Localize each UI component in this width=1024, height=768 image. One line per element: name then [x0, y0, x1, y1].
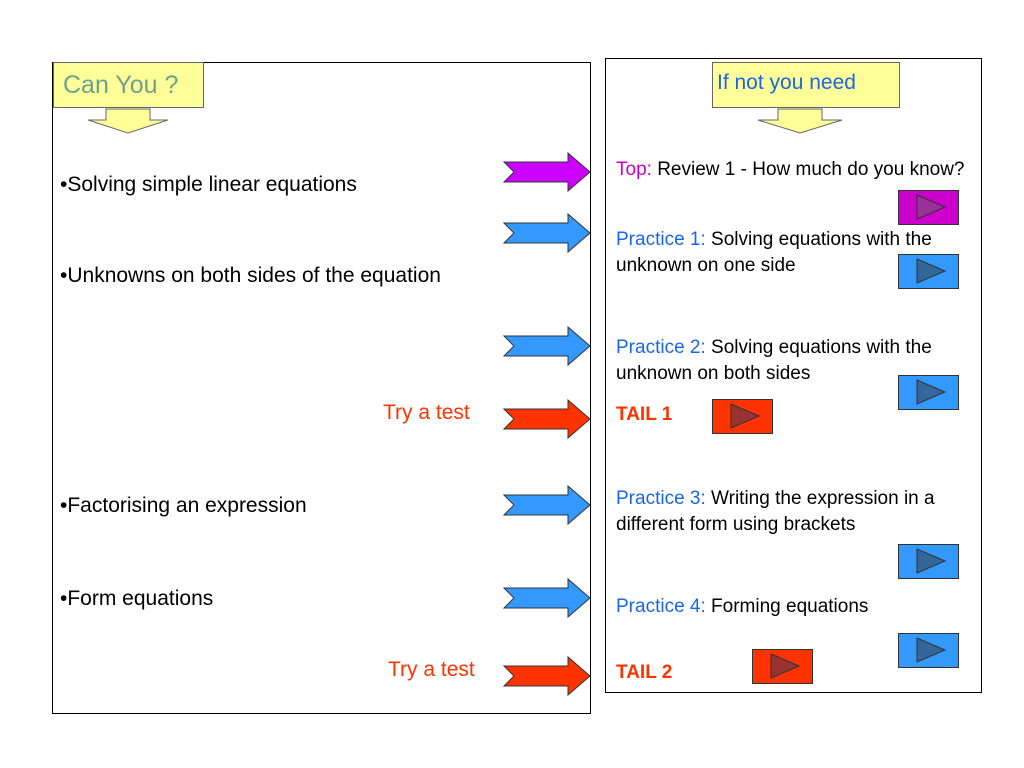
tail1-label: TAIL 1	[616, 404, 673, 425]
if-not-header: If not you need	[712, 62, 900, 108]
arrow-down-icon	[87, 108, 169, 134]
play-button-practice3[interactable]	[898, 544, 959, 579]
play-button-top[interactable]	[898, 190, 959, 225]
arrow-down-icon	[757, 108, 843, 134]
list-item: •Solving simple linear equations	[60, 173, 357, 196]
play-button-practice1[interactable]	[898, 254, 959, 289]
practice3-text: Practice 3: Writing the expression in a …	[616, 486, 976, 538]
play-button-tail1[interactable]	[712, 399, 773, 434]
try-test-link[interactable]: Try a test	[383, 401, 470, 424]
practice2-description: Solving equations with the unknown on bo…	[616, 337, 932, 384]
list-item: •Unknowns on both sides of the equation	[60, 264, 441, 287]
play-triangle-icon	[916, 548, 947, 574]
practice1-description: Solving equations with the unknown on on…	[616, 229, 932, 276]
practice1-text: Practice 1: Solving equations with the u…	[616, 227, 976, 279]
list-item: •Factorising an expression	[60, 494, 307, 517]
practice2-text: Practice 2: Solving equations with the u…	[616, 335, 976, 387]
chevron-arrow-right-icon[interactable]	[502, 213, 592, 253]
practice3-label: Practice 3:	[616, 488, 706, 509]
chevron-arrow-right-icon[interactable]	[502, 656, 592, 696]
can-you-label: Can You ?	[63, 71, 179, 99]
chevron-arrow-right-icon[interactable]	[502, 152, 592, 192]
top-description: Review 1 - How much do you know?	[651, 159, 965, 180]
practice4-label: Practice 4:	[616, 596, 706, 617]
tail2-label: TAIL 2	[616, 662, 673, 683]
practice2-label: Practice 2:	[616, 337, 706, 358]
top-label: Top:	[616, 159, 652, 180]
can-you-header: Can You ?	[53, 62, 204, 108]
chevron-arrow-right-icon[interactable]	[502, 578, 592, 618]
play-button-practice4[interactable]	[898, 633, 959, 668]
list-item: •Form equations	[60, 587, 214, 610]
practice3-description: Writing the expression in a different fo…	[616, 488, 935, 535]
if-not-label: If not you need	[717, 71, 856, 94]
play-triangle-icon	[916, 379, 947, 405]
play-button-practice2[interactable]	[898, 375, 959, 410]
play-triangle-icon	[916, 637, 947, 663]
left-panel	[52, 62, 591, 714]
chevron-arrow-right-icon[interactable]	[502, 485, 592, 525]
play-button-tail2[interactable]	[752, 649, 813, 684]
chevron-arrow-right-icon[interactable]	[502, 399, 592, 439]
play-triangle-icon	[770, 653, 801, 679]
practice4-text: Practice 4: Forming equations	[616, 594, 976, 620]
practice1-label: Practice 1:	[616, 229, 706, 250]
play-triangle-icon	[730, 403, 761, 429]
play-triangle-icon	[916, 258, 947, 284]
play-triangle-icon	[916, 194, 947, 220]
try-test-link[interactable]: Try a test	[388, 658, 475, 681]
top-review-text: Top: Review 1 - How much do you know?	[616, 157, 976, 183]
practice4-description: Forming equations	[705, 596, 869, 617]
chevron-arrow-right-icon[interactable]	[502, 326, 592, 366]
